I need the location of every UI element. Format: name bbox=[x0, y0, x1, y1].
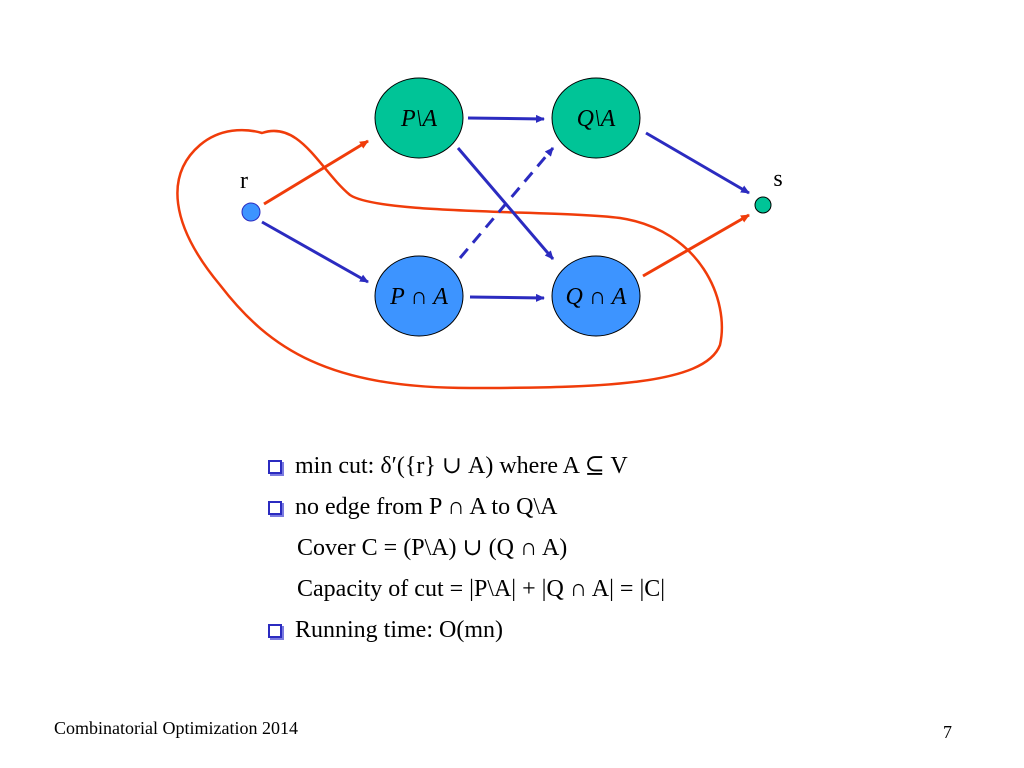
edge-q-minus-a-to-s bbox=[645, 131, 750, 195]
edge-r-to-p-cap-a bbox=[261, 220, 369, 284]
bullet-text: no edge from P ∩ A to Q\A bbox=[295, 494, 558, 520]
node-p-minus-a: P\A bbox=[374, 77, 464, 159]
edge-r-to-p-minus-a bbox=[263, 139, 369, 206]
checkbox-bullet-icon bbox=[268, 623, 282, 638]
node-q-cap-a: Q ∩ A bbox=[551, 255, 641, 337]
node-q-cap-a-label: Q ∩ A bbox=[566, 284, 627, 310]
edge-p-minus-a-to-q-minus-a bbox=[467, 114, 545, 123]
bullet-continuation: Cover C = (P\A) ∪ (Q ∩ A) bbox=[268, 528, 968, 569]
node-p-cap-a: P ∩ A bbox=[374, 255, 464, 337]
node-q-minus-a-label: Q\A bbox=[577, 106, 616, 132]
sink-node-label: s bbox=[773, 166, 782, 192]
bullet-item: Running time: O(mn) bbox=[268, 610, 968, 651]
checkbox-bullet-icon bbox=[268, 500, 282, 515]
checkbox-bullet-icon bbox=[268, 459, 282, 474]
bullet-text: Cover C = (P\A) ∪ (Q ∩ A) bbox=[297, 535, 568, 561]
sink-node-s: s bbox=[754, 166, 783, 214]
edge-p-cap-a-to-q-minus-a-dashed bbox=[458, 147, 555, 259]
bullet-continuation: Capacity of cut = |P\A| + |Q ∩ A| = |C| bbox=[268, 569, 968, 610]
node-q-minus-a: Q\A bbox=[551, 77, 641, 159]
source-node-r: r bbox=[240, 168, 261, 222]
flow-network-diagram: P\A Q\A P ∩ A Q ∩ A r s bbox=[176, 77, 783, 390]
edge-q-cap-a-to-s bbox=[642, 213, 750, 278]
bullet-item: no edge from P ∩ A to Q\A bbox=[268, 487, 968, 528]
page-number: 7 bbox=[943, 722, 952, 742]
bullet-text: min cut: δ′({r} ∪ A) where A ⊆ V bbox=[295, 453, 628, 479]
bullet-text: Running time: O(mn) bbox=[295, 617, 503, 643]
node-p-minus-a-label: P\A bbox=[400, 106, 437, 132]
footer-title: Combinatorial Optimization 2014 bbox=[54, 718, 298, 738]
cut-boundary-curve bbox=[176, 128, 724, 390]
node-p-cap-a-label: P ∩ A bbox=[389, 284, 448, 310]
bullet-item: min cut: δ′({r} ∪ A) where A ⊆ V bbox=[268, 446, 968, 487]
bullet-text: Capacity of cut = |P\A| + |Q ∩ A| = |C| bbox=[297, 576, 666, 602]
source-node-label: r bbox=[240, 168, 248, 194]
edge-p-cap-a-to-q-cap-a bbox=[469, 293, 545, 302]
bullet-list: min cut: δ′({r} ∪ A) where A ⊆ V no edge… bbox=[268, 446, 968, 651]
